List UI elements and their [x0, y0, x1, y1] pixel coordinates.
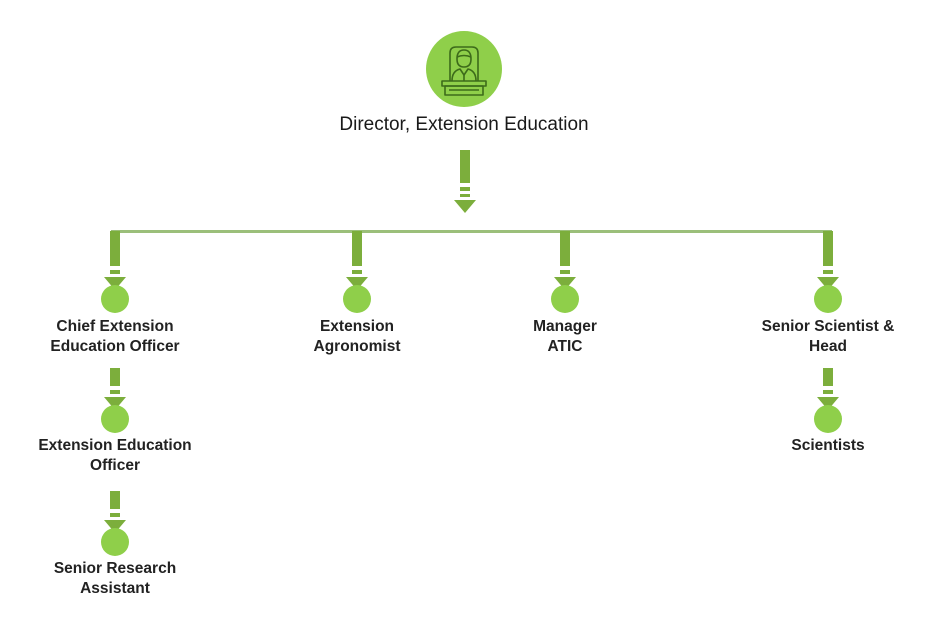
node-label-line1: Senior Research — [53, 560, 177, 577]
node-label-line2: Officer — [90, 457, 140, 474]
node-label-line2: Assistant — [80, 580, 150, 597]
node-extension-agronomist: Extension Agronomist — [257, 317, 457, 357]
node-extension-education-officer: Extension Education Officer — [15, 436, 215, 476]
node-dot-icon — [101, 285, 129, 313]
node-label-line1: Extension — [319, 318, 395, 335]
node-label-line2: Head — [809, 338, 847, 355]
node-label-line2: Agronomist — [313, 338, 401, 355]
down-arrow-icon — [104, 231, 126, 291]
node-label-line1: Chief Extension — [56, 318, 174, 335]
director-avatar — [426, 31, 502, 107]
node-label-line2: Education Officer — [50, 338, 180, 355]
node-dot-icon — [101, 405, 129, 433]
root-node-title: Director, Extension Education — [339, 114, 589, 135]
node-label-line1: Manager — [533, 318, 597, 335]
node-label-line1: Scientists — [791, 437, 865, 454]
node-senior-scientist-head: Senior Scientist & Head — [728, 317, 928, 357]
node-label-line1: Extension Education — [38, 437, 192, 454]
down-arrow-icon — [554, 231, 576, 291]
node-dot-icon — [814, 405, 842, 433]
node-dot-icon — [814, 285, 842, 313]
node-manager-atic: Manager ATIC — [465, 317, 665, 357]
node-dot-icon — [551, 285, 579, 313]
down-arrow-icon — [817, 231, 839, 291]
down-arrow-icon — [346, 231, 368, 291]
horizontal-connector — [111, 230, 832, 233]
node-chief-extension-education-officer: Chief Extension Education Officer — [15, 317, 215, 357]
node-dot-icon — [101, 528, 129, 556]
node-label-line2: ATIC — [547, 338, 583, 355]
root-down-arrow-icon — [454, 150, 476, 216]
node-senior-research-assistant: Senior Research Assistant — [15, 559, 215, 599]
person-at-podium-icon — [441, 46, 487, 96]
node-scientists: Scientists — [728, 436, 928, 456]
node-dot-icon — [343, 285, 371, 313]
node-label-line1: Senior Scientist & — [761, 318, 895, 335]
